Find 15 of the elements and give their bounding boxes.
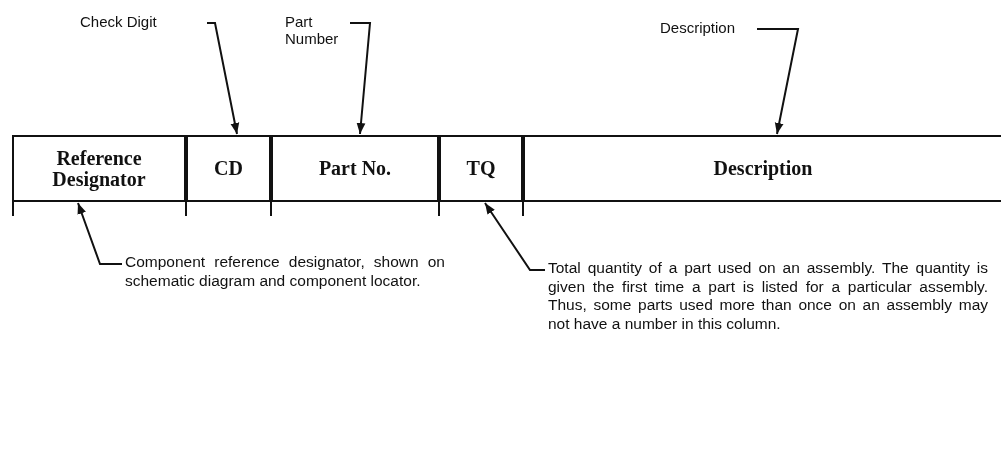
- callout-text: Part Number: [285, 13, 347, 53]
- column-header: CD: [186, 135, 271, 202]
- leader-line: [756, 28, 800, 135]
- callout-note: Component reference designator, shown on schematic diagram and component locator.: [125, 253, 445, 317]
- leader-line: [349, 22, 372, 135]
- callout-text: Check Digit: [80, 13, 204, 33]
- column-header: Part No.: [271, 135, 439, 202]
- callout-note: Total quantity of a part used on an assembly. The quantity is given the first time a part is listed for a particular assembly. Thus, some parts used more than once on an assembly may not have a number in this column.: [548, 259, 988, 391]
- column-header: Reference Designator: [12, 135, 186, 202]
- column-header: Description: [523, 135, 1001, 202]
- leader-line: [77, 202, 123, 265]
- leader-line: [206, 22, 240, 135]
- column-header: TQ: [439, 135, 523, 202]
- callout-text: Description: [660, 19, 754, 39]
- leader-line: [484, 202, 546, 271]
